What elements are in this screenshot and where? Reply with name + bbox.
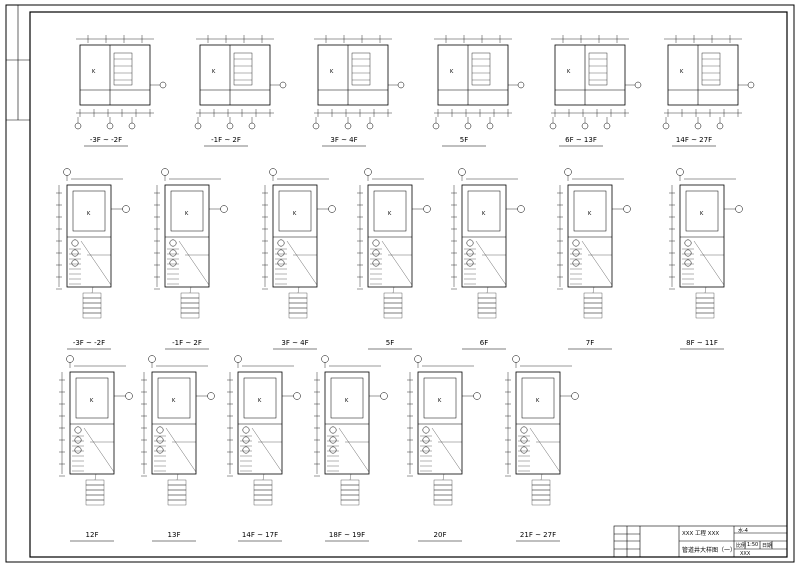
shaft-plans-row-1: K K K K K K — [67, 35, 755, 542]
plan-label-row3: 12F — [85, 531, 99, 539]
room-mark: K — [345, 398, 349, 404]
plan-label-row2: -1F ~ 2F — [172, 339, 202, 347]
plan-label-row2: 3F ~ 4F — [281, 339, 309, 347]
room-mark: K — [450, 69, 454, 75]
company-name: XXX — [740, 551, 751, 557]
room-mark: K — [185, 211, 189, 217]
sheet-frame — [5, 4, 795, 563]
room-mark: K — [388, 211, 392, 217]
tall-shaft-plan: K — [314, 355, 388, 506]
tall-shaft-plan: K — [669, 168, 743, 319]
plan-label-row2: 8F ~ 11F — [686, 339, 718, 347]
small-shaft-plan: K — [432, 35, 525, 130]
plan-label-row3: 18F ~ 19F — [328, 531, 366, 539]
date-label: 日期 — [762, 543, 773, 549]
room-mark: K — [92, 69, 96, 75]
plan-label-row3: 14F ~ 17F — [241, 531, 279, 539]
plan-label-row1: -3F ~ -2F — [89, 136, 123, 144]
room-mark: K — [212, 69, 216, 75]
room-mark: K — [90, 398, 94, 404]
room-mark: K — [536, 398, 540, 404]
tall-shaft-plan: K — [141, 355, 215, 506]
plan-label-row1: 5F — [459, 136, 469, 144]
tall-shaft-plan: K — [56, 168, 130, 319]
tall-shaft-plan: K — [227, 355, 301, 506]
tall-shaft-plan: K — [154, 168, 228, 319]
plan-label-row2: 7F — [585, 339, 595, 347]
title-block — [613, 525, 788, 558]
small-shaft-plan: K — [194, 35, 287, 130]
plan-label-row1: 14F ~ 27F — [675, 136, 713, 144]
room-mark: K — [588, 211, 592, 217]
scale-label: 比例 — [736, 543, 747, 549]
tall-shaft-plan: K — [557, 168, 631, 319]
room-mark: K — [87, 211, 91, 217]
plan-label-row1: -1F ~ 2F — [211, 136, 241, 144]
small-shaft-plan: K — [312, 35, 405, 130]
room-mark: K — [680, 69, 684, 75]
room-mark: K — [482, 211, 486, 217]
tall-shaft-plan: K — [505, 355, 579, 506]
room-mark: K — [700, 211, 704, 217]
tall-shaft-plan: K — [451, 168, 525, 319]
drawing-number: 水-4 — [738, 528, 748, 534]
tall-shaft-plan: K — [357, 168, 431, 319]
plan-label-row2: -3F ~ -2F — [72, 339, 106, 347]
plan-label-row2: 6F — [479, 339, 489, 347]
plan-label-row2: 5F — [385, 339, 395, 347]
room-mark: K — [293, 211, 297, 217]
plan-label-row3: 21F ~ 27F — [519, 531, 557, 539]
room-mark: K — [258, 398, 262, 404]
project-name: XXX 工程 XXX — [682, 531, 720, 537]
small-shaft-plan: K — [549, 35, 642, 130]
room-mark: K — [172, 398, 176, 404]
tall-shaft-plan: K — [59, 355, 133, 506]
scale-value: 1:50 — [747, 542, 759, 548]
drawing-title: 管道井大样图（一） — [682, 547, 737, 554]
tall-shaft-plan: K — [262, 168, 336, 319]
plan-label-row1: 6F ~ 13F — [565, 136, 597, 144]
room-mark: K — [438, 398, 442, 404]
plan-label-row1: 3F ~ 4F — [330, 136, 358, 144]
plan-label-row3: 20F — [433, 531, 447, 539]
tall-shaft-plan: K — [407, 355, 481, 506]
small-shaft-plan: K — [74, 35, 167, 130]
room-mark: K — [567, 69, 571, 75]
plan-label-row3: 13F — [167, 531, 181, 539]
room-mark: K — [330, 69, 334, 75]
small-shaft-plan: K — [662, 35, 755, 130]
